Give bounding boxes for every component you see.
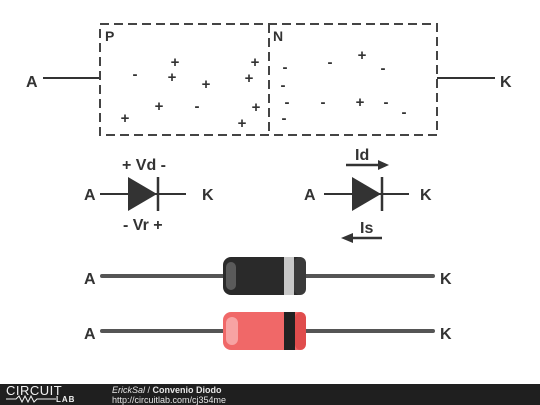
p-region-label: P <box>105 28 114 44</box>
n-region-carrier: - <box>321 94 326 111</box>
id-arrow-icon <box>346 160 389 170</box>
n-region-carrier: - <box>384 94 389 111</box>
red-diode-highlight <box>226 317 238 345</box>
circuit-title: Convenio Diodo <box>152 385 222 395</box>
diode-i-anode-label: A <box>304 187 316 204</box>
red-diode-band <box>284 312 295 350</box>
black-diode-cap <box>294 257 306 295</box>
diode-i-triangle <box>352 177 381 211</box>
p-region-carrier: + <box>121 110 130 127</box>
p-region-carrier: + <box>171 54 180 71</box>
black-diode-component: A K <box>84 257 452 295</box>
junction-cathode-label: K <box>500 74 512 91</box>
n-region-carrier: - <box>285 94 290 111</box>
n-region-carrier: + <box>358 47 367 64</box>
meta-separator: / <box>145 385 153 395</box>
n-region-carrier: + <box>356 94 365 111</box>
p-region-carrier: + <box>245 70 254 87</box>
p-region-carrier: + <box>202 76 211 93</box>
is-label: Is <box>360 220 373 237</box>
id-label: Id <box>355 147 369 164</box>
p-region-carriers: ++-+++++-++ <box>121 54 261 132</box>
diode-v-triangle <box>128 177 157 211</box>
circuitlab-logo[interactable]: CIRCUIT LAB <box>6 384 92 405</box>
junction-anode-label: A <box>26 74 38 91</box>
red-diode-component: A K <box>84 312 452 350</box>
p-region-carrier: + <box>155 98 164 115</box>
diagram-canvas: P N A K ++-+++++-++ --+----+--- A K + Vd… <box>26 23 512 350</box>
black-diode-anode-label: A <box>84 271 96 288</box>
logo-bottom-text: LAB <box>56 395 76 404</box>
diode-v-cathode-label: K <box>202 187 214 204</box>
p-region-carrier: - <box>195 98 200 115</box>
n-region-carrier: - <box>282 110 287 127</box>
p-region-carrier: + <box>251 54 260 71</box>
n-region-carrier: - <box>402 104 407 121</box>
n-region-carrier: - <box>283 59 288 76</box>
footer-bar: CIRCUIT LAB ErickSal / Convenio Diodo ht… <box>0 384 540 405</box>
diode-v-anode-label: A <box>84 187 96 204</box>
black-diode-cathode-label: K <box>440 271 452 288</box>
n-region-carriers: --+----+--- <box>281 47 407 127</box>
pn-junction: P N A K ++-+++++-++ --+----+--- <box>26 23 512 136</box>
p-region-carrier: + <box>238 115 247 132</box>
p-region-carrier: - <box>133 66 138 83</box>
n-region-carrier: - <box>281 77 286 94</box>
vd-label: + Vd - <box>122 157 166 174</box>
p-region-carrier: + <box>252 99 261 116</box>
diode-i-cathode-label: K <box>420 187 432 204</box>
logo-resistor-icon <box>6 395 56 403</box>
red-diode-cap <box>295 312 306 350</box>
diode-voltage-symbol: A K + Vd - - Vr + <box>84 157 214 234</box>
author-link[interactable]: ErickSal <box>112 385 146 395</box>
circuit-url-link[interactable]: http://circuitlab.com/cj354me <box>112 395 227 405</box>
n-region-carrier: - <box>381 60 386 77</box>
is-arrow-icon <box>341 233 382 243</box>
diode-current-symbol: A K Id Is <box>304 147 432 243</box>
p-region-carrier: + <box>168 69 177 86</box>
red-diode-cathode-label: K <box>440 326 452 343</box>
black-diode-band <box>284 257 294 295</box>
circuit-meta: ErickSal / Convenio Diodo http://circuit… <box>112 385 226 405</box>
logo-top-text: CIRCUIT <box>6 383 63 398</box>
vr-label: - Vr + <box>123 217 163 234</box>
red-diode-anode-label: A <box>84 326 96 343</box>
black-diode-highlight <box>226 262 236 290</box>
n-region-label: N <box>273 28 283 44</box>
n-region-carrier: - <box>328 54 333 71</box>
